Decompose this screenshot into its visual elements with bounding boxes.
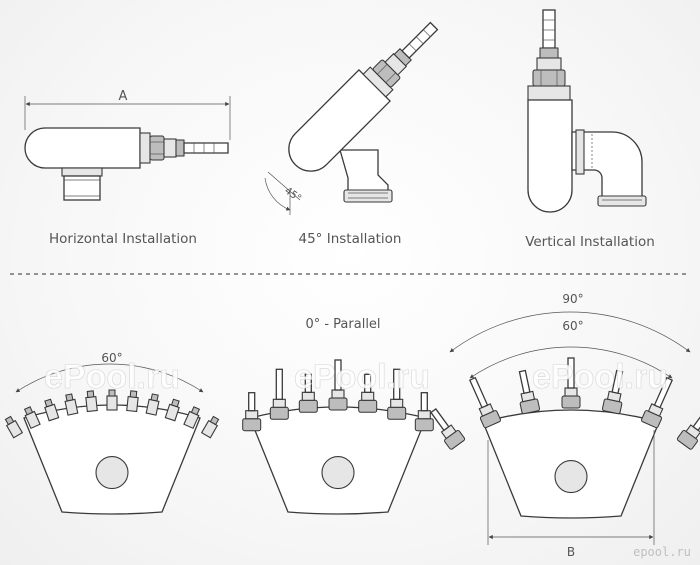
fitting [200, 415, 220, 439]
fitting [328, 359, 348, 411]
fitting [430, 408, 466, 450]
manifold-60 [4, 389, 220, 515]
fitting [358, 373, 378, 413]
watermark-3: ePool.ru [532, 358, 668, 396]
vertical-installation-drawing [527, 9, 647, 213]
angle-90-label: 90° [562, 292, 583, 306]
horizontal-installation-drawing [24, 96, 231, 201]
angle-arc-90 [449, 311, 691, 353]
fitting [145, 393, 160, 416]
fitting [298, 373, 318, 413]
horizontal-installation-caption: Horizontal Installation [49, 231, 197, 247]
fitting [64, 393, 79, 416]
fitting [468, 376, 501, 429]
angled-installation-drawing [264, 21, 439, 215]
angle-60-label-left: 60° [101, 351, 122, 365]
angle-arc-60-left [15, 363, 204, 393]
fitting [126, 390, 139, 413]
parallel-title: 0° - Parallel [305, 317, 380, 332]
fitting [23, 406, 41, 430]
dimension-a-label: A [119, 89, 128, 104]
fitting [269, 368, 289, 420]
dimension-b-label: B [567, 545, 575, 559]
fitting [164, 398, 180, 422]
fitting [4, 415, 24, 439]
fitting [414, 392, 434, 432]
fitting [561, 357, 581, 409]
angle-arc-60-right [469, 346, 673, 379]
watermark-2: ePool.ru [294, 358, 430, 396]
manifold-drawings [4, 357, 700, 519]
vertical-installation-caption: Vertical Installation [525, 234, 655, 250]
fitting [183, 406, 201, 430]
corner-logo: epool.ru [633, 545, 691, 559]
fitting [676, 408, 700, 450]
fitting [44, 398, 60, 422]
manifold-parallel [242, 359, 434, 515]
manifold-wide [430, 357, 700, 519]
fitting [601, 369, 624, 415]
angle-45-label: 45° [282, 185, 303, 204]
angle-60-label-right: 60° [562, 319, 583, 333]
watermark-1: ePool.ru [44, 358, 180, 396]
fitting [518, 369, 541, 415]
fitting [242, 392, 262, 432]
angled-installation-caption: 45° Installation [299, 231, 402, 247]
fitting [641, 376, 674, 429]
fitting [387, 368, 407, 420]
